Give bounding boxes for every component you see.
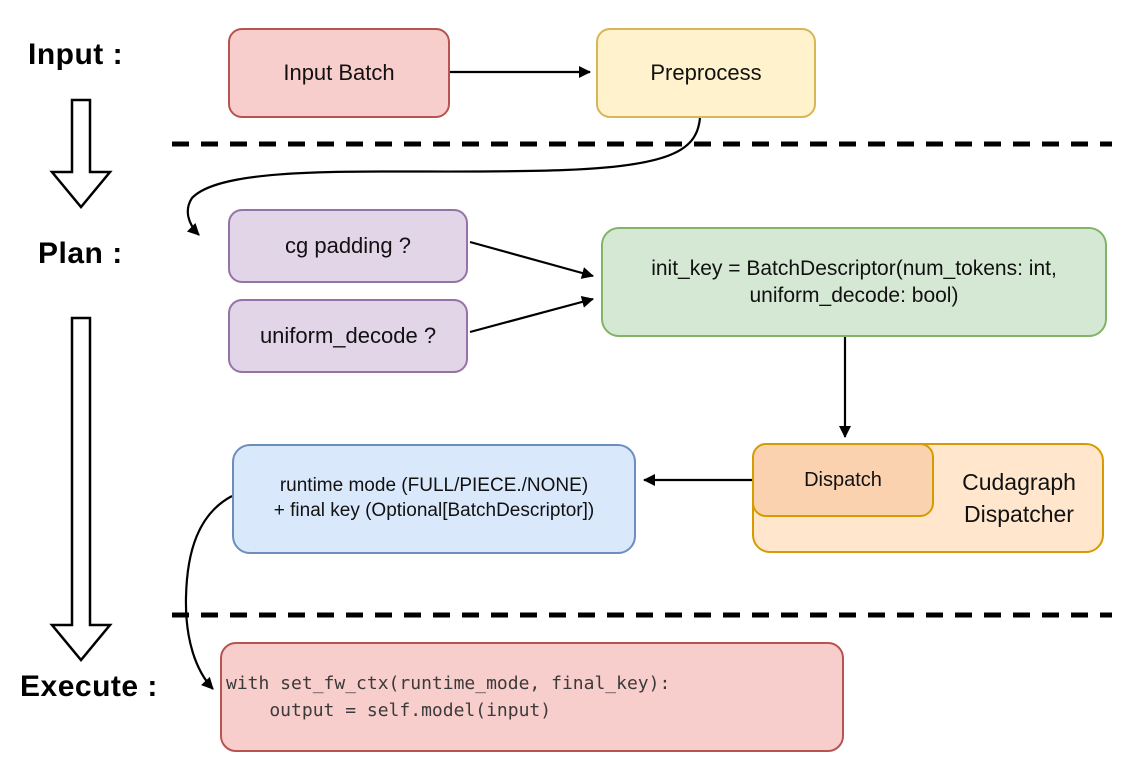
arrow-uniformdecode-to-initkey xyxy=(469,296,594,334)
execute-code-line1: with set_fw_ctx(runtime_mode, final_key)… xyxy=(226,673,671,694)
node-cudagraph-dispatcher-label: Cudagraph Dispatcher xyxy=(934,443,1104,553)
node-preprocess-label: Preprocess xyxy=(650,59,762,85)
stage-label-plan: Plan : xyxy=(38,237,123,270)
arrow-cgpadding-to-initkey xyxy=(469,240,594,279)
cudagraph-label-line1: Cudagraph xyxy=(962,468,1076,495)
node-cg-padding-label: cg padding ? xyxy=(285,232,411,258)
plan-to-execute-arrow xyxy=(49,316,113,662)
node-execute-code: with set_fw_ctx(runtime_mode, final_key)… xyxy=(220,642,844,752)
node-input-batch: Input Batch xyxy=(228,28,450,118)
node-runtime-mode-line2: + final key (Optional[BatchDescriptor]) xyxy=(273,500,595,521)
node-init-key: init_key = BatchDescriptor(num_tokens: i… xyxy=(601,227,1107,337)
node-input-batch-label: Input Batch xyxy=(283,59,395,85)
stage-label-input: Input : xyxy=(28,38,124,71)
node-init-key-line1: init_key = BatchDescriptor(num_tokens: i… xyxy=(651,256,1057,280)
node-uniform-decode: uniform_decode ? xyxy=(228,299,468,373)
cudagraph-label-line2: Dispatcher xyxy=(964,501,1074,527)
node-runtime-mode-line1: runtime mode (FULL/PIECE./NONE) xyxy=(279,475,589,497)
node-runtime-mode: runtime mode (FULL/PIECE./NONE) + final … xyxy=(232,444,636,554)
node-cg-padding: cg padding ? xyxy=(228,209,468,283)
node-init-key-line2: uniform_decode: bool) xyxy=(749,284,959,307)
input-to-plan-arrow xyxy=(49,98,113,209)
execute-code-line2: output = self.model(input) xyxy=(226,700,552,721)
stage-label-execute: Execute : xyxy=(20,670,158,703)
node-dispatch: Dispatch xyxy=(752,443,934,517)
node-uniform-decode-label: uniform_decode ? xyxy=(259,322,437,348)
node-dispatch-label: Dispatch xyxy=(804,469,882,491)
node-preprocess: Preprocess xyxy=(596,28,816,118)
